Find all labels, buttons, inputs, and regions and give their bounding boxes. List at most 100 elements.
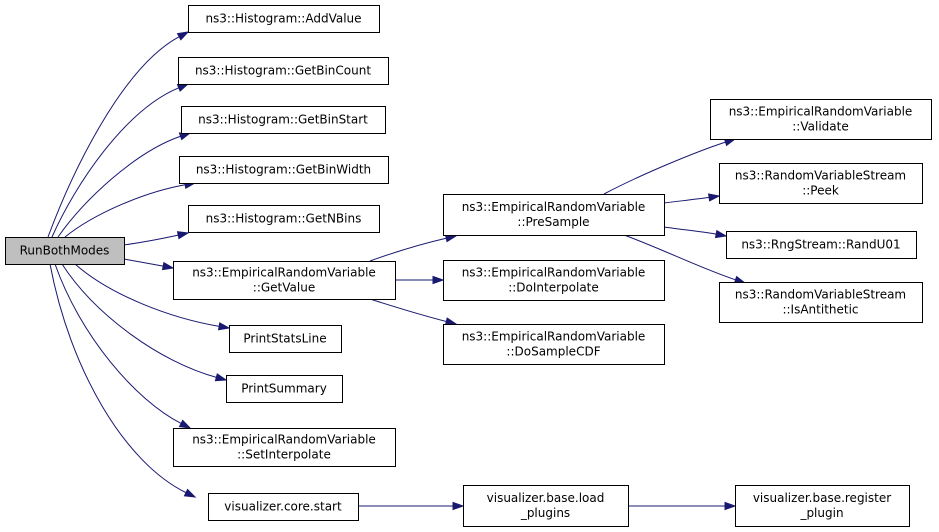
edge-root-to-print-stats-line: [74, 263, 231, 331]
node-get-nbins[interactable]: ns3::Histogram::GetNBins: [188, 205, 380, 233]
node-box: [463, 485, 629, 527]
node-get-value[interactable]: ns3::EmpiricalRandomVariable::GetValue: [173, 261, 396, 300]
node-add-value[interactable]: ns3::Histogram::AddValue: [188, 5, 380, 33]
node-label-line: ::Validate: [792, 120, 848, 134]
edge-root-to-print-summary: [61, 263, 228, 382]
node-label-line: ns3::EmpiricalRandomVariable: [192, 266, 376, 280]
edge-line: [54, 263, 182, 424]
node-register-plugin[interactable]: visualizer.base.register_plugin: [735, 485, 910, 527]
edge-line: [64, 184, 186, 238]
node-label-line: ns3::EmpiricalRandomVariable: [729, 105, 913, 119]
edge-line: [603, 141, 726, 195]
node-label-line: ns3::EmpiricalRandomVariable: [192, 433, 376, 447]
edge-line: [57, 135, 181, 238]
node-get-bin-count[interactable]: ns3::Histogram::GetBinCount: [178, 57, 389, 85]
edge-line: [369, 298, 447, 322]
node-label-line: ::PreSample: [517, 215, 589, 229]
node-label-line: _plugin: [799, 506, 843, 520]
node-label-line: PrintSummary: [241, 382, 327, 396]
node-label-line: ns3::RngStream::RandU01: [741, 238, 900, 252]
edge-root-to-get-bin-count: [51, 83, 190, 238]
node-print-stats-line[interactable]: PrintStatsLine: [229, 325, 342, 353]
node-box: [178, 57, 389, 85]
edge-line: [123, 258, 164, 267]
node-label-line: visualizer.base.register: [753, 491, 891, 505]
node-box: [226, 375, 343, 403]
edge-arrowhead: [183, 488, 197, 498]
node-label-line: ns3::Histogram::GetNBins: [206, 212, 362, 226]
edge-viz-start-to-load-plugins: [358, 501, 465, 511]
node-box: [188, 205, 380, 233]
node-label-line: ::GetValue: [253, 281, 315, 295]
node-box: [735, 485, 910, 527]
edge-get-value-to-pre-sample: [369, 234, 458, 262]
node-root[interactable]: RunBothModes: [5, 237, 125, 265]
node-box: [208, 493, 359, 521]
edge-arrowhead: [214, 373, 228, 382]
node-viz-start[interactable]: visualizer.core.start: [208, 493, 359, 521]
node-get-bin-width[interactable]: ns3::Histogram::GetBinWidth: [179, 156, 389, 184]
node-do-sample-cdf[interactable]: ns3::EmpiricalRandomVariable::DoSampleCD…: [443, 324, 665, 365]
edge-load-plugins-to-register-plugin: [628, 501, 737, 511]
edge-line: [47, 36, 180, 238]
node-box: [710, 99, 932, 140]
edge-line: [123, 234, 179, 246]
edge-arrowhead: [178, 419, 192, 429]
node-label-line: ns3::RandomVariableStream: [735, 288, 906, 302]
node-box: [719, 282, 923, 323]
edge-root-to-set-interpolate: [54, 263, 192, 429]
node-label-line: ::DoInterpolate: [508, 281, 599, 295]
node-box: [5, 237, 125, 265]
edge-root-to-viz-start: [49, 263, 197, 498]
node-print-summary[interactable]: PrintSummary: [226, 375, 343, 403]
node-box: [173, 428, 396, 467]
edge-arrowhead: [161, 261, 175, 271]
edge-arrowhead: [176, 31, 190, 41]
edge-pre-sample-to-peek: [663, 193, 721, 204]
edge-pre-sample-to-rand-u01: [663, 226, 728, 239]
node-load-plugins[interactable]: visualizer.base.load_plugins: [463, 485, 629, 527]
node-label-line: ns3::Histogram::AddValue: [205, 12, 361, 26]
edge-arrowhead: [724, 501, 737, 511]
node-peek[interactable]: ns3::RandomVariableStream::Peek: [719, 163, 923, 204]
node-box: [173, 261, 396, 300]
edge-arrowhead: [176, 83, 190, 92]
edge-line: [663, 226, 717, 235]
node-label-line: ns3::EmpiricalRandomVariable: [462, 200, 646, 214]
node-label-line: _plugins: [520, 506, 570, 520]
node-rand-u01[interactable]: ns3::RngStream::RandU01: [726, 231, 917, 259]
node-label-line: RunBothModes: [20, 244, 110, 258]
node-label-line: ::SetInterpolate: [237, 448, 331, 462]
node-box: [726, 231, 917, 259]
node-box: [179, 156, 389, 184]
node-set-interpolate[interactable]: ns3::EmpiricalRandomVariable::SetInterpo…: [173, 428, 396, 467]
edge-root-to-get-bin-width: [64, 180, 197, 238]
node-box: [443, 194, 665, 236]
node-get-bin-start[interactable]: ns3::Histogram::GetBinStart: [181, 106, 386, 134]
edge-arrowhead: [432, 275, 445, 285]
node-label-line: ns3::Histogram::GetBinCount: [195, 64, 371, 78]
edge-line: [49, 263, 187, 494]
node-validate[interactable]: ns3::EmpiricalRandomVariable::Validate: [710, 99, 932, 140]
edge-arrowhead: [176, 231, 190, 240]
edge-pre-sample-to-validate: [603, 138, 737, 195]
edge-line: [61, 263, 217, 378]
nodes-layer: RunBothModes ns3::Histogram::AddValuens3:…: [5, 5, 932, 527]
node-box: [188, 5, 380, 33]
node-label-line: ns3::Histogram::GetBinWidth: [196, 163, 371, 177]
edge-arrowhead: [714, 229, 728, 239]
node-do-interpolate[interactable]: ns3::EmpiricalRandomVariable::DoInterpol…: [443, 260, 665, 301]
edge-arrowhead: [452, 501, 465, 511]
node-is-antithetic[interactable]: ns3::RandomVariableStream::IsAntithetic: [719, 282, 923, 323]
edge-root-to-get-nbins: [123, 231, 190, 246]
edge-arrowhead: [444, 317, 458, 326]
node-pre-sample[interactable]: ns3::EmpiricalRandomVariable::PreSample: [443, 194, 665, 236]
edge-root-to-get-bin-start: [57, 132, 192, 238]
node-box: [443, 260, 665, 301]
node-label-line: ::IsAntithetic: [782, 303, 858, 317]
edge-arrowhead: [217, 322, 231, 331]
node-box: [719, 163, 923, 204]
node-label-line: ns3::Histogram::GetBinStart: [198, 113, 368, 127]
edge-root-to-add-value: [47, 31, 190, 238]
